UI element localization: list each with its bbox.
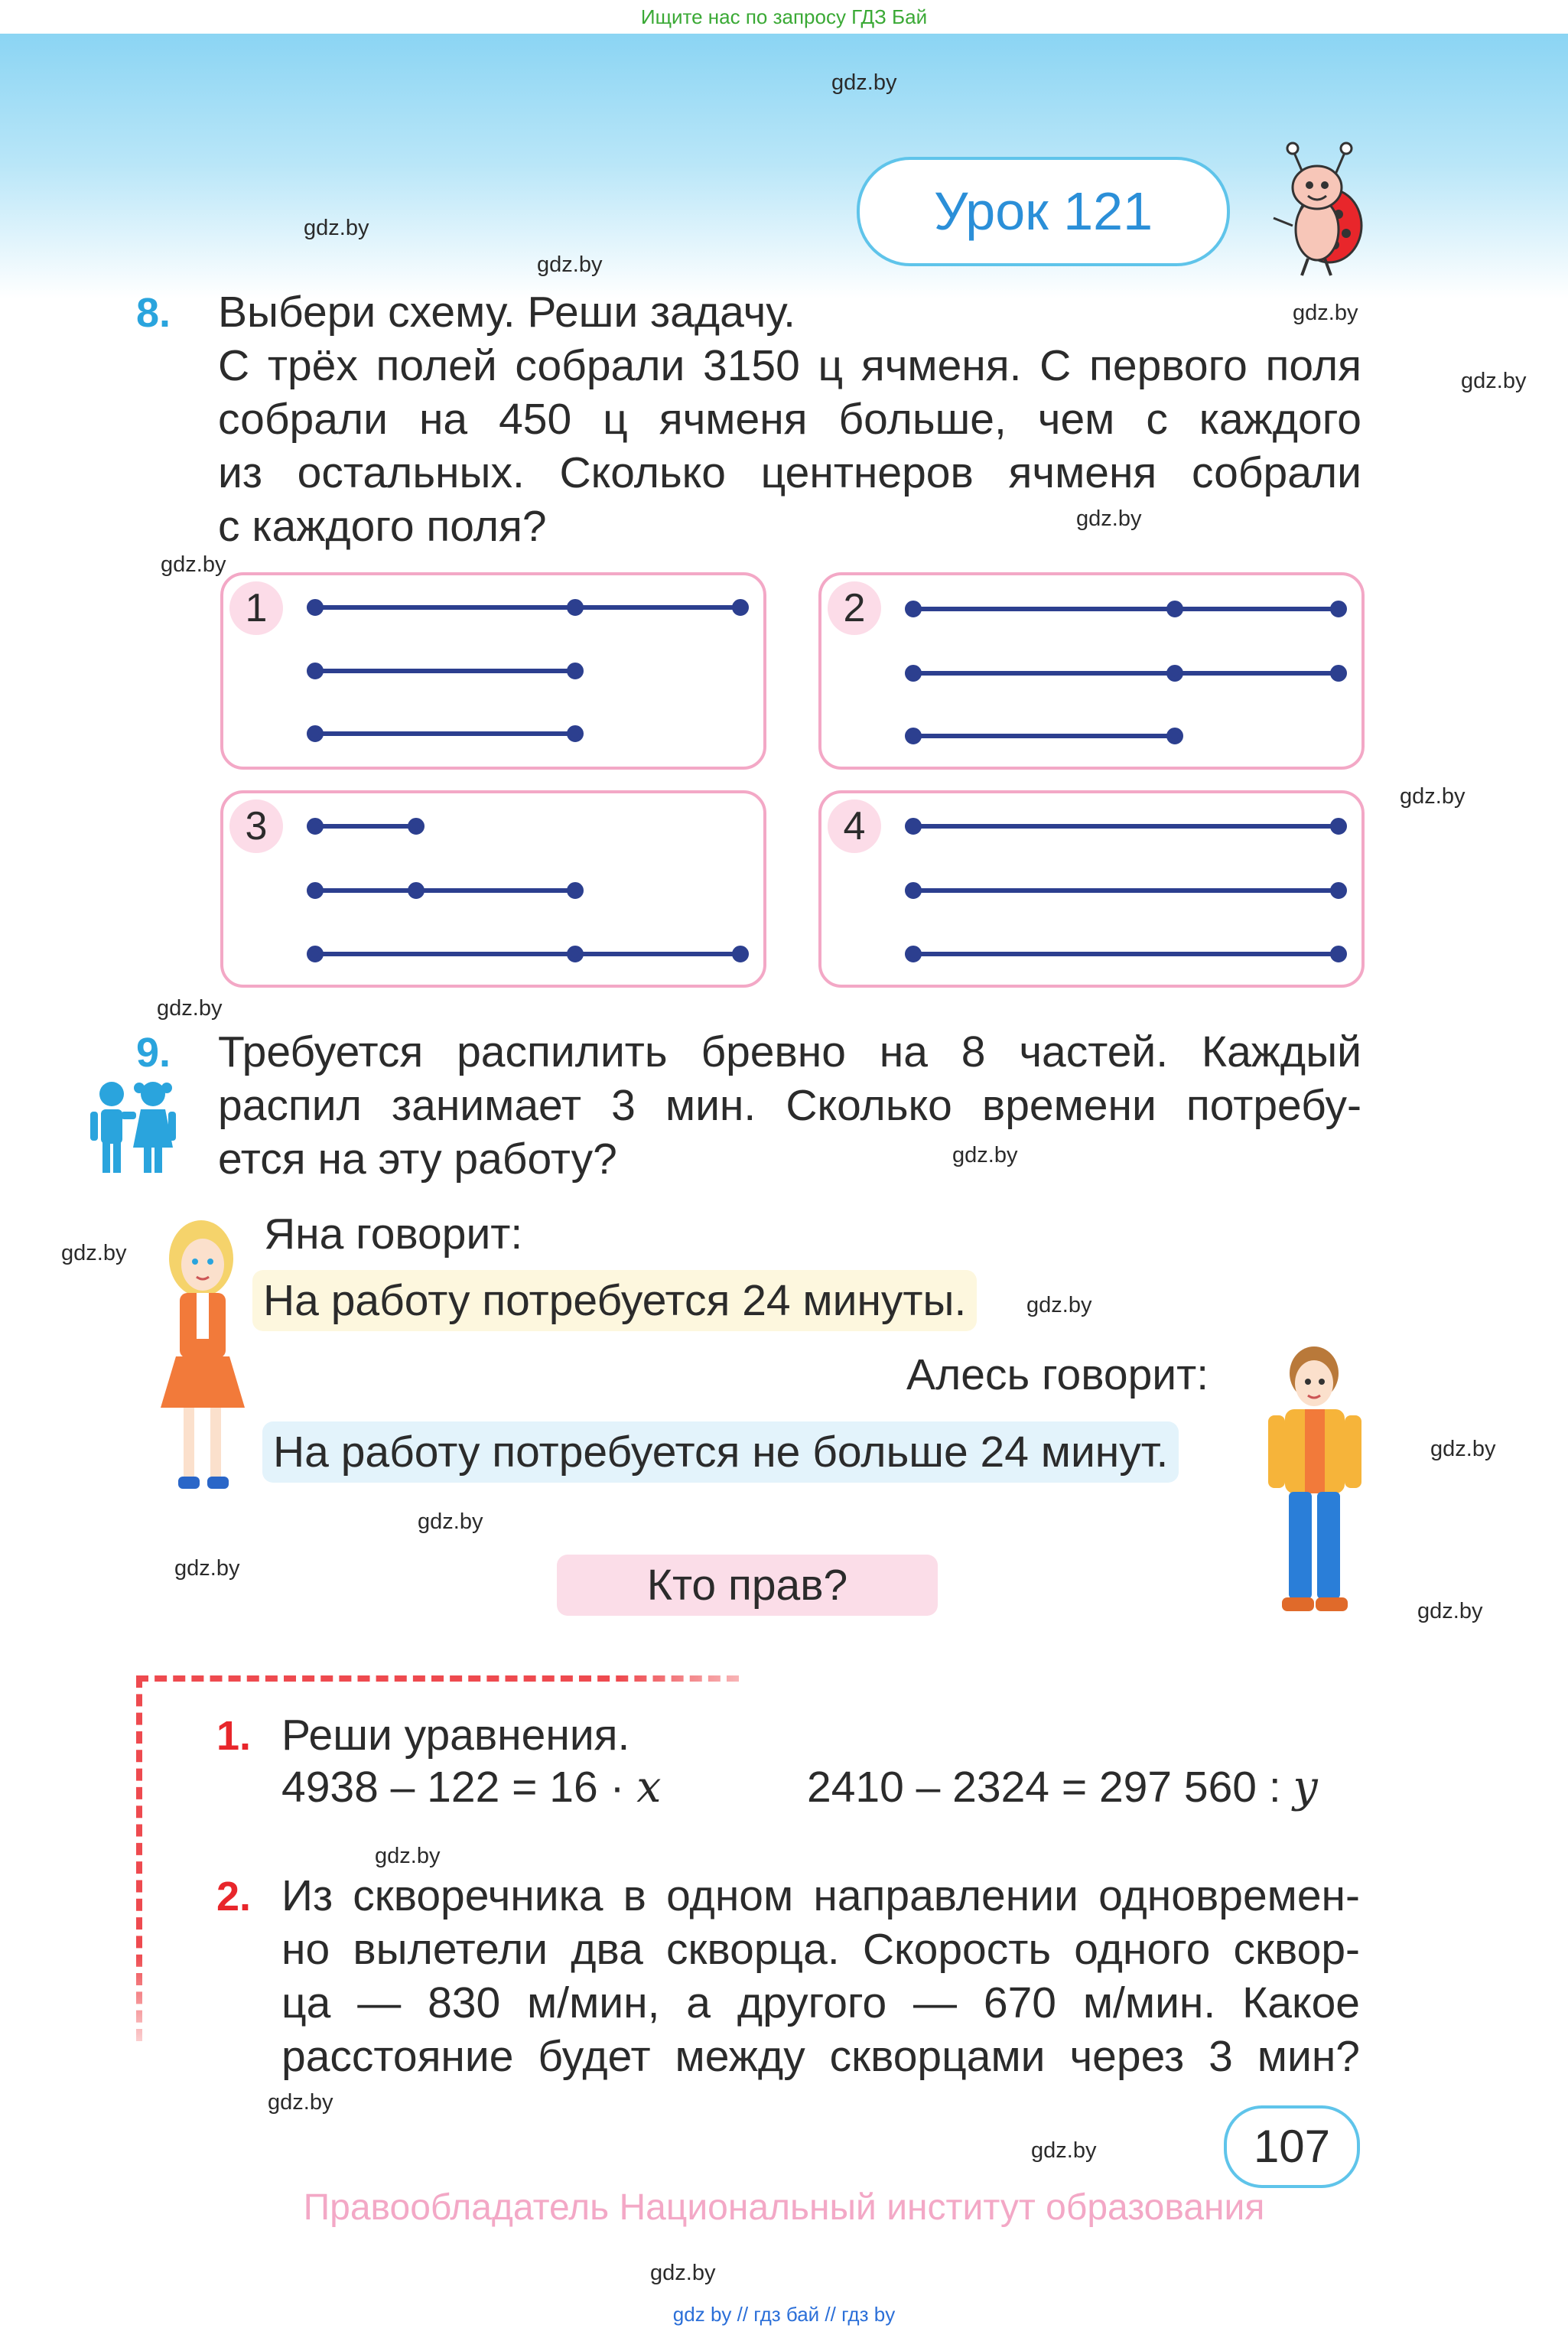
kids-pair-icon — [90, 1082, 176, 1173]
watermark: gdz.by — [61, 1241, 127, 1265]
equation-1-left: 4938 – 122 = 16 · — [281, 1763, 637, 1812]
scheme-number: 1 — [229, 581, 283, 635]
watermark: gdz.by — [952, 1143, 1018, 1167]
equation-2-left: 2410 – 2324 = 297 560 : — [807, 1763, 1293, 1812]
watermark: gdz.by — [1461, 369, 1527, 393]
watermark: gdz.by — [174, 1556, 240, 1581]
ladybug-icon — [1273, 142, 1363, 276]
page-number: 107 — [1224, 2105, 1360, 2188]
watermark: gdz.by — [268, 2090, 333, 2115]
extra2-text: Из скворечника в одном направлении однов… — [281, 1869, 1360, 2083]
watermark: gdz.by — [304, 216, 369, 240]
yana-says: Яна говорит: — [264, 1210, 523, 1259]
task8-line: С трёх полей собрали 3150 ц ячменя. С пе… — [218, 341, 1361, 390]
watermark: gdz.by — [1293, 301, 1358, 325]
task-number: 9. — [136, 1030, 171, 1076]
copyright-notice: Правообладатель Национальный институт об… — [303, 2187, 1265, 2228]
segment-diagram — [905, 601, 1347, 744]
who-is-right: Кто прав? — [557, 1555, 938, 1616]
lesson-title: Урок 121 — [857, 157, 1230, 266]
task8-line: с каждого поля? — [218, 502, 547, 551]
task9-text: Требуется распилить бревно на 8 частей. … — [218, 1025, 1361, 1186]
girl-illustration-icon — [161, 1220, 245, 1489]
equation-1: 4938 – 122 = 16 · x — [281, 1762, 661, 1812]
watermark: gdz.by — [1076, 506, 1142, 531]
extra2-line: Из скворечника в одном направлении однов… — [281, 1871, 1360, 1920]
task8-line: собрали на 450 ц ячменя больше, чем с ка… — [218, 395, 1361, 444]
watermark: gdz.by — [157, 996, 223, 1021]
scheme-4[interactable]: 4 — [818, 790, 1365, 988]
watermark: gdz.by — [537, 252, 603, 277]
task8-line: Выбери схему. Реши задачу. — [218, 288, 795, 337]
watermark: gdz.by — [1026, 1293, 1092, 1317]
scheme-number: 2 — [828, 581, 881, 635]
watermark: gdz.by — [1430, 1437, 1496, 1461]
watermark: gdz.by — [161, 552, 226, 577]
scheme-3[interactable]: 3 — [220, 790, 766, 988]
ales-says: Алесь говорит: — [906, 1350, 1209, 1399]
extra1-title: Реши уравнения. — [281, 1711, 630, 1760]
top-banner[interactable]: Ищите нас по запросу ГДЗ Бай — [0, 0, 1568, 34]
watermark: gdz.by — [418, 1509, 483, 1534]
scheme-2[interactable]: 2 — [818, 572, 1365, 770]
task8-line: из остальных. Сколько центнеров ячменя с… — [218, 448, 1361, 497]
scheme-number: 4 — [828, 799, 881, 853]
scheme-1[interactable]: 1 — [220, 572, 766, 770]
watermark: gdz.by — [1031, 2138, 1097, 2163]
segment-diagram — [307, 818, 749, 962]
segment-diagram — [905, 818, 1347, 962]
segment-diagram — [307, 599, 749, 742]
watermark: gdz.by — [831, 70, 897, 95]
extra2-line: расстояние будет между скворцами через 3… — [281, 2032, 1360, 2081]
extra2-line: ца — 830 м/мин, а другого — 670 м/мин. К… — [281, 1978, 1360, 2027]
equation-2-variable: y — [1293, 1762, 1318, 1812]
equation-2: 2410 – 2324 = 297 560 : y — [807, 1762, 1318, 1812]
task8-text: Выбери схему. Реши задачу. С трёх полей … — [218, 285, 1361, 553]
watermark: gdz.by — [650, 2261, 716, 2285]
scheme-number: 3 — [229, 799, 283, 853]
task9-line: Требуется распилить бревно на 8 частей. … — [218, 1027, 1361, 1076]
extra2-line: но вылетели два скворца. Скорость одного… — [281, 1925, 1360, 1974]
watermark: gdz.by — [1417, 1599, 1483, 1623]
ales-answer: На работу потребуется не больше 24 минут… — [262, 1421, 1179, 1483]
equation-1-variable: x — [636, 1762, 662, 1812]
bottom-links[interactable]: gdz by // гдз бай // гдз by — [672, 2303, 896, 2326]
watermark: gdz.by — [1400, 784, 1466, 809]
yana-answer: На работу потребуется 24 минуты. — [252, 1270, 978, 1331]
extra-task-number: 1. — [216, 1713, 252, 1759]
extra-task-number: 2. — [216, 1874, 252, 1920]
task9-line: ется на эту работу? — [218, 1135, 617, 1184]
task9-line: распил занимает 3 мин. Сколько времени п… — [218, 1081, 1361, 1130]
task-number: 8. — [136, 290, 171, 336]
boy-illustration-icon — [1268, 1346, 1361, 1611]
